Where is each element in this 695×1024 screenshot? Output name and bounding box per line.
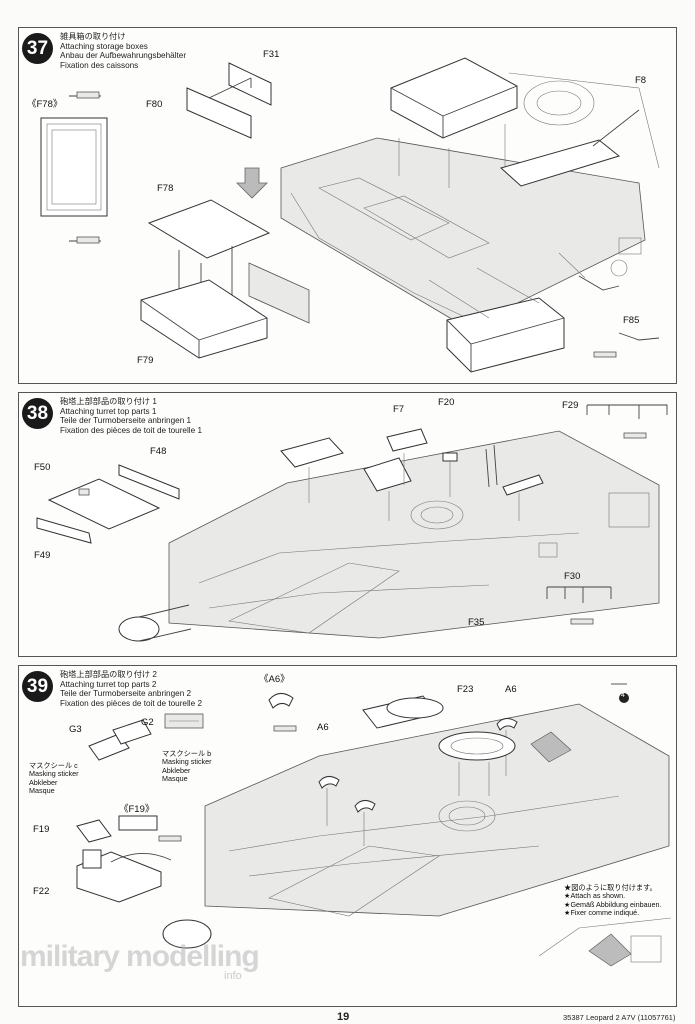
page-number: 19: [337, 1011, 350, 1023]
attach-as-shown-note: ★図のように取り付けます。 ★Attach as shown. ★Gemäß A…: [564, 883, 662, 918]
title-fr: Fixation des pièces de toit de tourelle …: [60, 425, 203, 435]
part-label-f30: F30: [564, 571, 581, 582]
watermark-sub: info: [224, 970, 242, 982]
step-number-badge: 39: [22, 671, 53, 702]
step-39-illustration: [76, 683, 672, 967]
callout-four: [611, 683, 629, 703]
part-label-a6-ref: 《A6》: [259, 674, 290, 685]
g2-g3-parts: [88, 713, 204, 761]
title-jp: 砲塔上部部品の取り付け 1: [60, 397, 157, 406]
masking-sticker-c-note: マスクシール c Masking sticker Abkleber Masque: [29, 761, 79, 796]
title-jp: 砲塔上部部品の取り付け 2: [60, 670, 157, 679]
part-label-f31: F31: [263, 49, 280, 60]
f30-rail: [546, 586, 612, 625]
mask-c-jp: マスクシール c: [29, 761, 78, 770]
f8-tray: [499, 109, 640, 187]
title-en: Attaching turret top parts 1: [60, 406, 157, 416]
title-en: Attaching storage boxes: [60, 41, 148, 51]
part-label-f19: F19: [33, 824, 50, 835]
part-label-g2: G2: [141, 717, 154, 728]
part-label-f23: F23: [457, 684, 474, 695]
mask-c-fr: Masque: [29, 786, 55, 796]
mask-c-en: Masking sticker: [29, 769, 79, 779]
turret-drawing: [162, 703, 670, 949]
hull-drawing: [280, 72, 660, 329]
note-fr: ★Fixer comme indiqué.: [564, 908, 640, 918]
note-de: ★Gemäß Abbildung einbauen.: [564, 899, 662, 909]
f29-reference: [586, 404, 668, 439]
f7-hatch: [280, 428, 428, 521]
title-de: Anbau der Aufbewahrungsbehälter: [60, 51, 187, 61]
step-39-panel: 39 砲塔上部部品の取り付け 2 Attaching turret top pa…: [18, 665, 677, 1007]
a6-parts: [268, 693, 518, 846]
part-label-f49: F49: [34, 550, 51, 561]
mask-c-de: Abkleber: [29, 777, 58, 787]
mask-b-de: Abkleber: [162, 765, 191, 775]
title-fr: Fixation des caissons: [60, 60, 139, 70]
part-label-f79: F79: [137, 355, 154, 366]
part-label-f29: F29: [562, 400, 579, 411]
part-label-g3: G3: [69, 724, 82, 735]
f79-box: [140, 262, 310, 359]
part-label-f78-ref: 《F78》: [27, 99, 63, 110]
assembly-arrow: [236, 167, 268, 199]
mask-b-jp: マスクシール b: [162, 749, 212, 758]
step-titles: 砲塔上部部品の取り付け 2 Attaching turret top parts…: [60, 670, 202, 708]
callout-four-label: 4: [621, 692, 625, 699]
part-label-f80: F80: [146, 99, 163, 110]
step-37-illustration: [40, 57, 660, 373]
f23-ring: [362, 695, 516, 796]
title-de: Teile der Turmoberseite anbringen 2: [60, 689, 192, 699]
part-label-f19-ref: 《F19》: [119, 804, 155, 815]
part-label-f50: F50: [34, 462, 51, 473]
f20-f35-parts: [442, 444, 544, 521]
note-en: ★Attach as shown.: [564, 891, 626, 901]
watermark: military modelling: [20, 940, 260, 973]
title-en: Attaching turret top parts 2: [60, 679, 157, 689]
part-label-f7: F7: [393, 404, 405, 415]
step-37-panel: 37 雑具箱の取り付け Attaching storage boxes Anba…: [18, 27, 677, 384]
part-label-f48: F48: [150, 446, 167, 457]
step-number-badge: 38: [22, 398, 53, 429]
part-label-f78: F78: [157, 183, 174, 194]
kit-identifier: 35387 Leopard 2 A7V (11057761): [563, 1013, 676, 1022]
rear-storage-box: [428, 267, 565, 373]
step-titles: 砲塔上部部品の取り付け 1 Attaching turret top parts…: [60, 397, 202, 435]
part-label-f35: F35: [468, 617, 485, 628]
part-label-f85: F85: [623, 315, 640, 326]
f48-f49-f50-assembly: [36, 464, 180, 544]
f85-handles: [558, 252, 660, 358]
part-label-f8: F8: [635, 75, 647, 86]
mask-b-fr: Masque: [162, 774, 188, 784]
title-de: Teile der Turmoberseite anbringen 1: [60, 416, 192, 426]
masking-sticker-b-note: マスクシール b Masking sticker Abkleber Masque: [162, 749, 212, 784]
title-jp: 雑具箱の取り付け: [60, 32, 126, 41]
title-fr: Fixation des pièces de toit de tourelle …: [60, 698, 203, 708]
note-jp: ★図のように取り付けます。: [564, 883, 657, 892]
inset-drawing: [538, 917, 672, 967]
f19-f22-assembly: [76, 819, 172, 903]
step-titles: 雑具箱の取り付け Attaching storage boxes Anbau d…: [60, 32, 186, 70]
part-label-f20: F20: [438, 397, 455, 408]
upper-storage-box: [390, 57, 518, 188]
step-38-illustration: [36, 404, 668, 642]
step-38-panel: 38 砲塔上部部品の取り付け 1 Attaching turret top pa…: [18, 392, 677, 657]
step-number-badge: 37: [22, 33, 53, 64]
f80-f31-bracket: [186, 62, 272, 139]
f78-reference-drawing: [40, 91, 108, 244]
part-label-f22: F22: [33, 886, 50, 897]
part-label-a6-left: A6: [317, 722, 329, 733]
f19-reference: [118, 815, 182, 842]
part-label-a6-right: A6: [505, 684, 517, 695]
mask-b-en: Masking sticker: [162, 757, 212, 767]
